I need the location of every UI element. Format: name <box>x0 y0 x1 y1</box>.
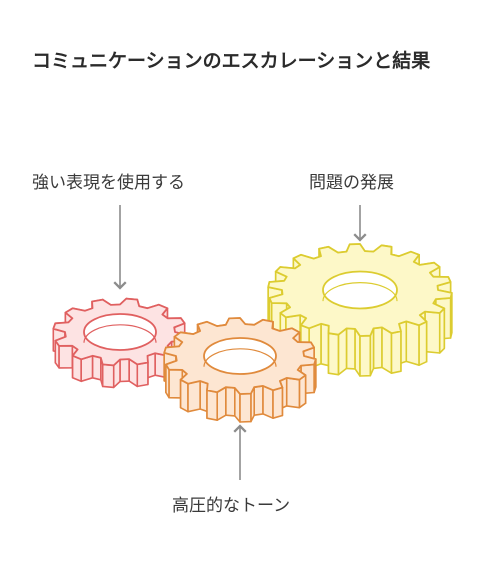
gear-side-face <box>101 363 115 389</box>
gear-side-face <box>91 354 102 381</box>
gear-side-face <box>285 377 301 409</box>
gear-side-face <box>405 320 420 367</box>
gear-side-face <box>239 392 252 423</box>
gear-side-face <box>58 344 74 369</box>
gear-hole-inner-edge <box>83 324 157 343</box>
gear-side-face <box>187 380 201 413</box>
gear-side-face <box>225 386 236 417</box>
diagram-title: コミュニケーションのエスカレーションと結果 <box>32 50 431 72</box>
gear-side-face <box>136 361 149 388</box>
gear-side-face <box>206 389 218 422</box>
gear-side-face <box>262 385 274 420</box>
yellow-gear-icon <box>267 243 453 377</box>
gear-side-face <box>418 320 428 367</box>
gear-hole <box>203 337 277 375</box>
gear-side-face <box>327 332 340 376</box>
label-high-pressure-tone: 高圧的なトーン <box>172 496 291 516</box>
gear-side-face <box>359 334 372 377</box>
gear-side-face <box>179 378 189 413</box>
gear-side-face <box>253 385 264 417</box>
orange-gear-icon <box>163 317 317 423</box>
gear-side-face <box>337 327 348 376</box>
label-problem-development: 問題の発展 <box>309 173 394 193</box>
gear-hole <box>83 313 157 351</box>
gear-side-face <box>390 330 402 375</box>
gear-hole-inner-edge <box>203 348 277 367</box>
gear-side-face <box>320 322 330 367</box>
gear-side-face <box>345 327 356 370</box>
gear-side-face <box>372 326 383 370</box>
label-strong-expression: 強い表現を使用する <box>32 173 185 193</box>
gear-side-face <box>272 386 284 420</box>
gear-hole-inner-edge <box>322 282 398 302</box>
gear-hole <box>322 270 398 310</box>
gear-side-face <box>119 358 130 383</box>
gear-side-face <box>381 326 393 375</box>
